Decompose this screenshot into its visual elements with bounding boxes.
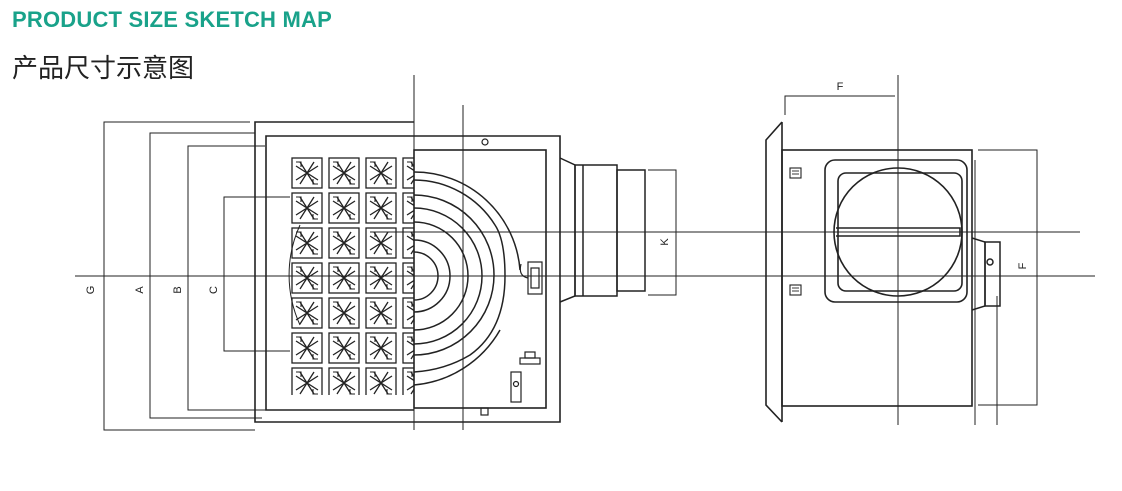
duct-outlet-front: [559, 157, 646, 303]
dim-label-k: K: [659, 238, 671, 246]
page-title-en: PRODUCT SIZE SKETCH MAP: [12, 7, 332, 32]
dimension-f: [784, 95, 1038, 425]
grille-pattern: [291, 157, 414, 395]
dim-label-f-side: F: [1017, 262, 1029, 269]
page-title-cn: 产品尺寸示意图: [12, 54, 195, 84]
center-axes: [75, 75, 1095, 430]
dim-label-g: G: [85, 286, 97, 295]
motor-scroll-icon: [288, 171, 521, 386]
dim-label-a: A: [134, 286, 146, 294]
internal-components: [480, 138, 543, 416]
dim-label-f-top: F: [837, 81, 844, 93]
side-view-housing: [765, 121, 973, 423]
dim-label-b: B: [172, 286, 184, 293]
side-outlet-stub: [971, 237, 1001, 311]
dimension-brackets-left: [103, 121, 290, 431]
dimension-k: [648, 169, 677, 296]
dim-label-c: C: [208, 286, 220, 294]
front-view-housing: [254, 121, 561, 423]
